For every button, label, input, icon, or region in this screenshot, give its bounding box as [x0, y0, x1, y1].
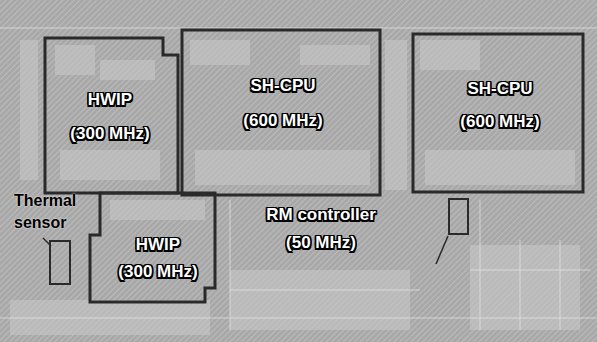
chip-block: HWIP (300 MHz) [45, 38, 178, 193]
leader-line [436, 236, 448, 264]
sensor-label: Thermal sensor [14, 190, 26, 234]
chip-block: HWIP (300 MHz) [90, 193, 215, 302]
block-name: HWIP (300 MHz) [69, 83, 151, 151]
block-name: HWIP (300 MHz) [117, 231, 199, 285]
leader-line [43, 238, 51, 246]
die-wires [0, 28, 597, 330]
block-border [182, 30, 380, 195]
block-border [413, 34, 583, 192]
block-name: SH-CPU (600 MHz) [459, 72, 541, 138]
chip-block: SH-CPU (600 MHz) [182, 30, 380, 195]
block-outline [45, 38, 178, 193]
die-blocks [10, 40, 580, 335]
block-name: SH-CPU (600 MHz) [242, 68, 324, 138]
block-border [45, 38, 178, 193]
chip-block: SH-CPU (600 MHz) [413, 34, 583, 192]
block-border [90, 193, 215, 302]
thermal-sensor-block [50, 241, 70, 284]
rm-controller-block [449, 199, 468, 234]
block-label: RM controller (50 MHz) [265, 201, 377, 257]
